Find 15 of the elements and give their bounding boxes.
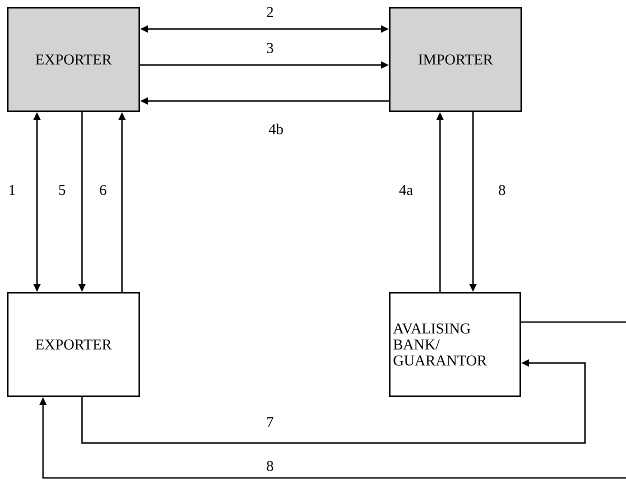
party-box: IMPORTER (389, 7, 522, 112)
party-box: AVALISING BANK/ GUARANTOR (389, 292, 521, 397)
edge-label: 8 (266, 460, 274, 472)
edge-label: 2 (266, 7, 273, 17)
party-box: EXPORTER (7, 7, 140, 112)
party-box: EXPORTER (7, 292, 140, 397)
edge-label: 4b (268, 124, 283, 134)
edge-label: 8 (498, 184, 506, 196)
edge-label: 5 (59, 185, 66, 195)
edge-label: 1 (10, 185, 15, 195)
edge-label: 4a (399, 185, 413, 195)
arrow (39, 321, 626, 479)
edge-label: 3 (266, 42, 274, 54)
edge-label: 6 (100, 184, 106, 196)
edge-label: 7 (267, 417, 274, 427)
